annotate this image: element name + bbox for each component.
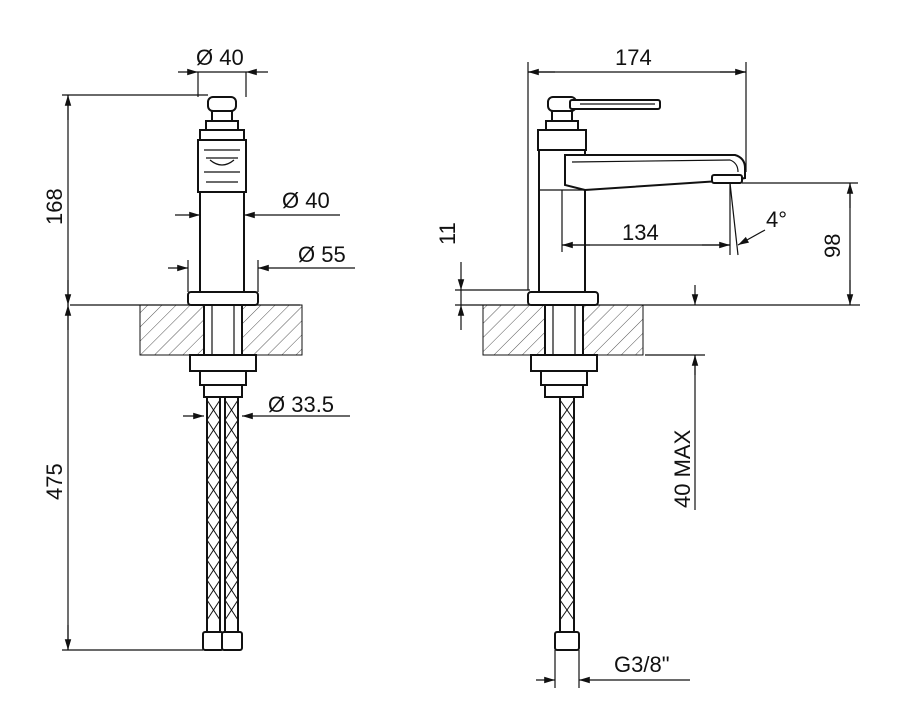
front-view: Ø 40 Ø 40 Ø 55 Ø 33.5 168: [42, 45, 355, 651]
label-spout-height: 98: [820, 234, 845, 258]
dim-overall-depth: 174: [527, 45, 747, 290]
label-overall-depth: 174: [615, 45, 652, 70]
dim-hose-length: 475: [42, 305, 203, 651]
label-hose-length: 475: [42, 463, 67, 500]
label-deck-thickness: 40 MAX: [670, 429, 695, 508]
label-top-diameter: Ø 40: [196, 45, 244, 70]
dim-spout-reach: 134: [561, 190, 730, 252]
side-view: 174 134 4° 98 11: [435, 45, 860, 688]
label-base-height: 11: [435, 222, 460, 245]
label-connection: G3/8": [614, 652, 670, 677]
front-cartridge-cap: [197, 139, 247, 193]
front-mounting-nut: [189, 354, 257, 398]
side-spout: [564, 154, 746, 192]
dim-body-diameter: Ø 40: [175, 188, 340, 219]
label-height-above-deck: 168: [42, 188, 67, 225]
front-shank: [203, 304, 243, 356]
label-spout-angle: 4°: [766, 207, 787, 232]
label-base-diameter: Ø 55: [298, 242, 346, 267]
dim-base-height: 11: [435, 222, 465, 330]
side-base-ring: [527, 291, 599, 306]
dim-top-diameter: Ø 40: [178, 45, 268, 97]
side-shank: [544, 304, 584, 356]
side-hose: [554, 396, 580, 651]
side-lever-handle: [537, 96, 661, 151]
front-body: [199, 191, 245, 293]
front-handle-knob: [199, 96, 245, 141]
label-body-diameter: Ø 40: [282, 188, 330, 213]
dim-shank-diameter: Ø 33.5: [183, 392, 350, 420]
dim-connection: G3/8": [536, 650, 690, 688]
label-shank-diameter: Ø 33.5: [268, 392, 334, 417]
side-mounting-nut: [530, 354, 598, 398]
front-hoses: [202, 396, 243, 651]
dim-spout-height: 98: [742, 182, 858, 305]
dim-spout-angle: 4°: [729, 182, 787, 256]
dim-deck-thickness: 40 MAX: [670, 285, 699, 510]
front-base-ring: [187, 291, 259, 306]
dim-base-diameter: Ø 55: [168, 242, 355, 292]
label-spout-reach: 134: [622, 220, 659, 245]
dim-height-above-deck: 168: [42, 94, 208, 305]
